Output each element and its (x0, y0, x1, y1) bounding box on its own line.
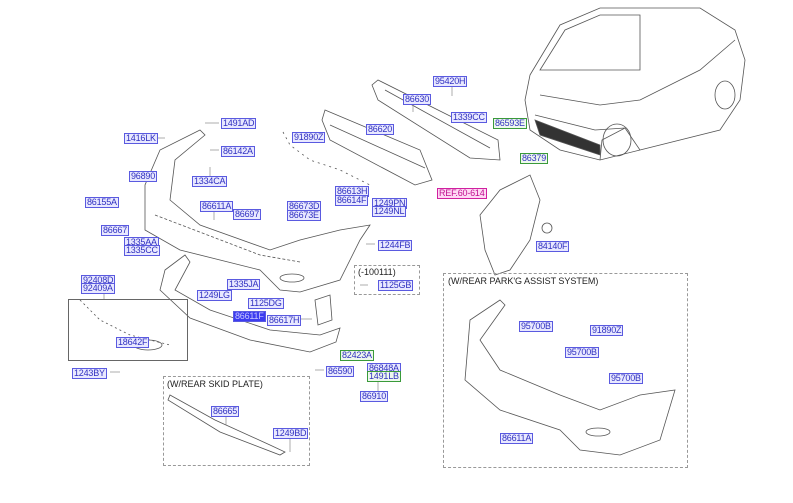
harness-box (68, 299, 188, 361)
part-86155A[interactable]: 86155A (85, 197, 119, 208)
part-86593E[interactable]: 86593E (493, 118, 527, 129)
part-95420H[interactable]: 95420H (433, 76, 468, 87)
part-1125DG[interactable]: 1125DG (248, 298, 284, 309)
vehicle-illustration (524, 7, 746, 161)
part-95700B-left[interactable]: 95700B (519, 321, 553, 332)
part-1243BY[interactable]: 1243BY (72, 368, 107, 379)
beam-86630 (371, 79, 501, 161)
part-86910[interactable]: 86910 (360, 391, 389, 402)
skid-plate-box (163, 376, 310, 466)
ref-60-614-link[interactable]: REF.60-614 (437, 188, 487, 199)
part-86611F-selected[interactable]: 86611F (233, 311, 266, 322)
part-86379[interactable]: 86379 (520, 153, 549, 164)
part-86611A-park[interactable]: 86611A (500, 433, 534, 444)
park-assist-caption: (W/REAR PARK'G ASSIST SYSTEM) (448, 276, 599, 286)
part-1339CC[interactable]: 1339CC (451, 112, 487, 123)
part-95700B-center[interactable]: 95700B (565, 347, 599, 358)
part-91890Z[interactable]: 91890Z (292, 132, 326, 143)
part-86617H[interactable]: 86617H (267, 315, 302, 326)
part-86614F[interactable]: 86614F (335, 195, 369, 206)
variant-box (354, 265, 420, 295)
part-1491LB[interactable]: 1491LB (367, 371, 401, 382)
part-1244FB[interactable]: 1244FB (378, 240, 413, 251)
part-91890Z-park[interactable]: 91890Z (590, 325, 624, 336)
part-86665[interactable]: 86665 (211, 406, 240, 417)
part-86142A[interactable]: 86142A (221, 146, 255, 157)
part-86620[interactable]: 86620 (366, 124, 395, 135)
part-1335JA[interactable]: 1335JA (227, 279, 261, 290)
part-82423A[interactable]: 82423A (340, 350, 374, 361)
part-1416LK[interactable]: 1416LK (124, 133, 158, 144)
part-1491AD[interactable]: 1491AD (221, 118, 257, 129)
part-86697[interactable]: 86697 (233, 209, 262, 220)
lower-cover-86611F (159, 254, 341, 353)
part-92409A[interactable]: 92409A (81, 283, 115, 294)
part-1334CA[interactable]: 1334CA (192, 176, 228, 187)
part-84140F[interactable]: 84140F (536, 241, 570, 252)
part-1249LG[interactable]: 1249LG (197, 290, 232, 301)
absorber-86620 (321, 109, 433, 186)
variant-caption: (-100111) (358, 267, 396, 277)
part-86673E[interactable]: 86673E (287, 210, 321, 221)
part-1249NL[interactable]: 1249NL (372, 206, 407, 217)
bumper-86611A (144, 129, 371, 293)
part-1335CC[interactable]: 1335CC (124, 245, 160, 256)
part-1125GB[interactable]: 1125GB (378, 280, 414, 291)
part-86590[interactable]: 86590 (326, 366, 355, 377)
part-18642F[interactable]: 18642F (116, 337, 150, 348)
part-95700B-right[interactable]: 95700B (609, 373, 643, 384)
skid-plate-caption: (W/REAR SKID PLATE) (167, 379, 263, 389)
skid-plate-86665 (167, 394, 286, 456)
wheel-arch-ref (479, 174, 541, 276)
part-86630[interactable]: 86630 (403, 94, 432, 105)
part-1249BD[interactable]: 1249BD (273, 428, 309, 439)
park-assist-box (443, 273, 688, 468)
part-86667[interactable]: 86667 (101, 225, 130, 236)
bumper-park-assist (464, 299, 676, 456)
part-86611A[interactable]: 86611A (200, 201, 234, 212)
part-96890[interactable]: 96890 (129, 171, 158, 182)
